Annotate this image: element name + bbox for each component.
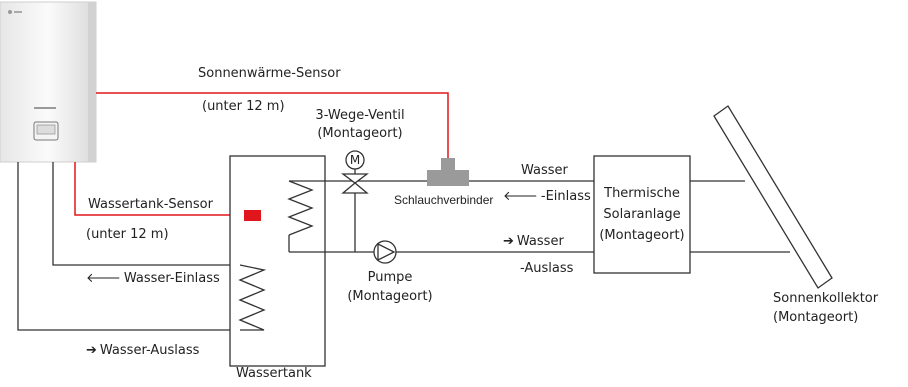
tank-coil-pipes	[18, 162, 240, 330]
solar-unit-label-line3: (Montageort)	[594, 228, 690, 244]
pump-label-line1: Pumpe	[340, 270, 440, 286]
valve-motor-symbol: M	[346, 151, 364, 169]
solar-collector-icon	[714, 106, 832, 288]
solar-unit-label-line1: Thermische	[594, 186, 690, 202]
valve-label-line1: 3-Wege-Ventil	[310, 108, 410, 124]
collector-label-line1: Sonnenkollektor	[773, 291, 878, 307]
water-outlet-label: ➔Wasser	[503, 234, 564, 250]
water-tank	[230, 156, 325, 366]
tank-sensor-label: Wassertank-Sensor	[88, 197, 213, 213]
pump-label-line2: (Montageort)	[340, 289, 440, 305]
tank-outlet-label: ➔Wasser-Auslass	[86, 343, 199, 359]
water-inlet-label-bottom: -Einlass	[541, 189, 591, 204]
water-outlet-label-top: Wasser	[517, 234, 564, 249]
arrow-left-icon: 🡐	[503, 189, 538, 204]
tank-inlet-label: 🡐Wasser-Einlass	[86, 271, 220, 287]
solar-sensor-label: Sonnenwärme-Sensor	[198, 66, 341, 82]
collector-label-line2: (Montageort)	[773, 310, 858, 326]
arrow-right-icon: ➔	[86, 343, 97, 358]
pump-icon	[374, 241, 396, 263]
hose-connector-icon	[427, 158, 469, 186]
solar-sensor-distance: (unter 12 m)	[202, 99, 285, 115]
tank-label: Wassertank	[236, 366, 312, 382]
water-outlet-label-bottom: -Auslass	[520, 261, 573, 277]
water-inlet-label: 🡐-Einlass	[503, 189, 591, 205]
arrow-right-icon: ➔	[503, 234, 514, 249]
arrow-left-icon: 🡐	[86, 271, 121, 286]
connector-label: Schlauchverbinder	[394, 193, 493, 208]
indoor-unit	[0, 2, 96, 162]
water-inlet-label-top: Wasser	[521, 163, 568, 179]
tank-sensor-distance: (unter 12 m)	[86, 227, 169, 243]
valve-label-line2: (Montageort)	[310, 126, 410, 142]
solar-unit-label-line2: Solaranlage	[594, 207, 690, 223]
